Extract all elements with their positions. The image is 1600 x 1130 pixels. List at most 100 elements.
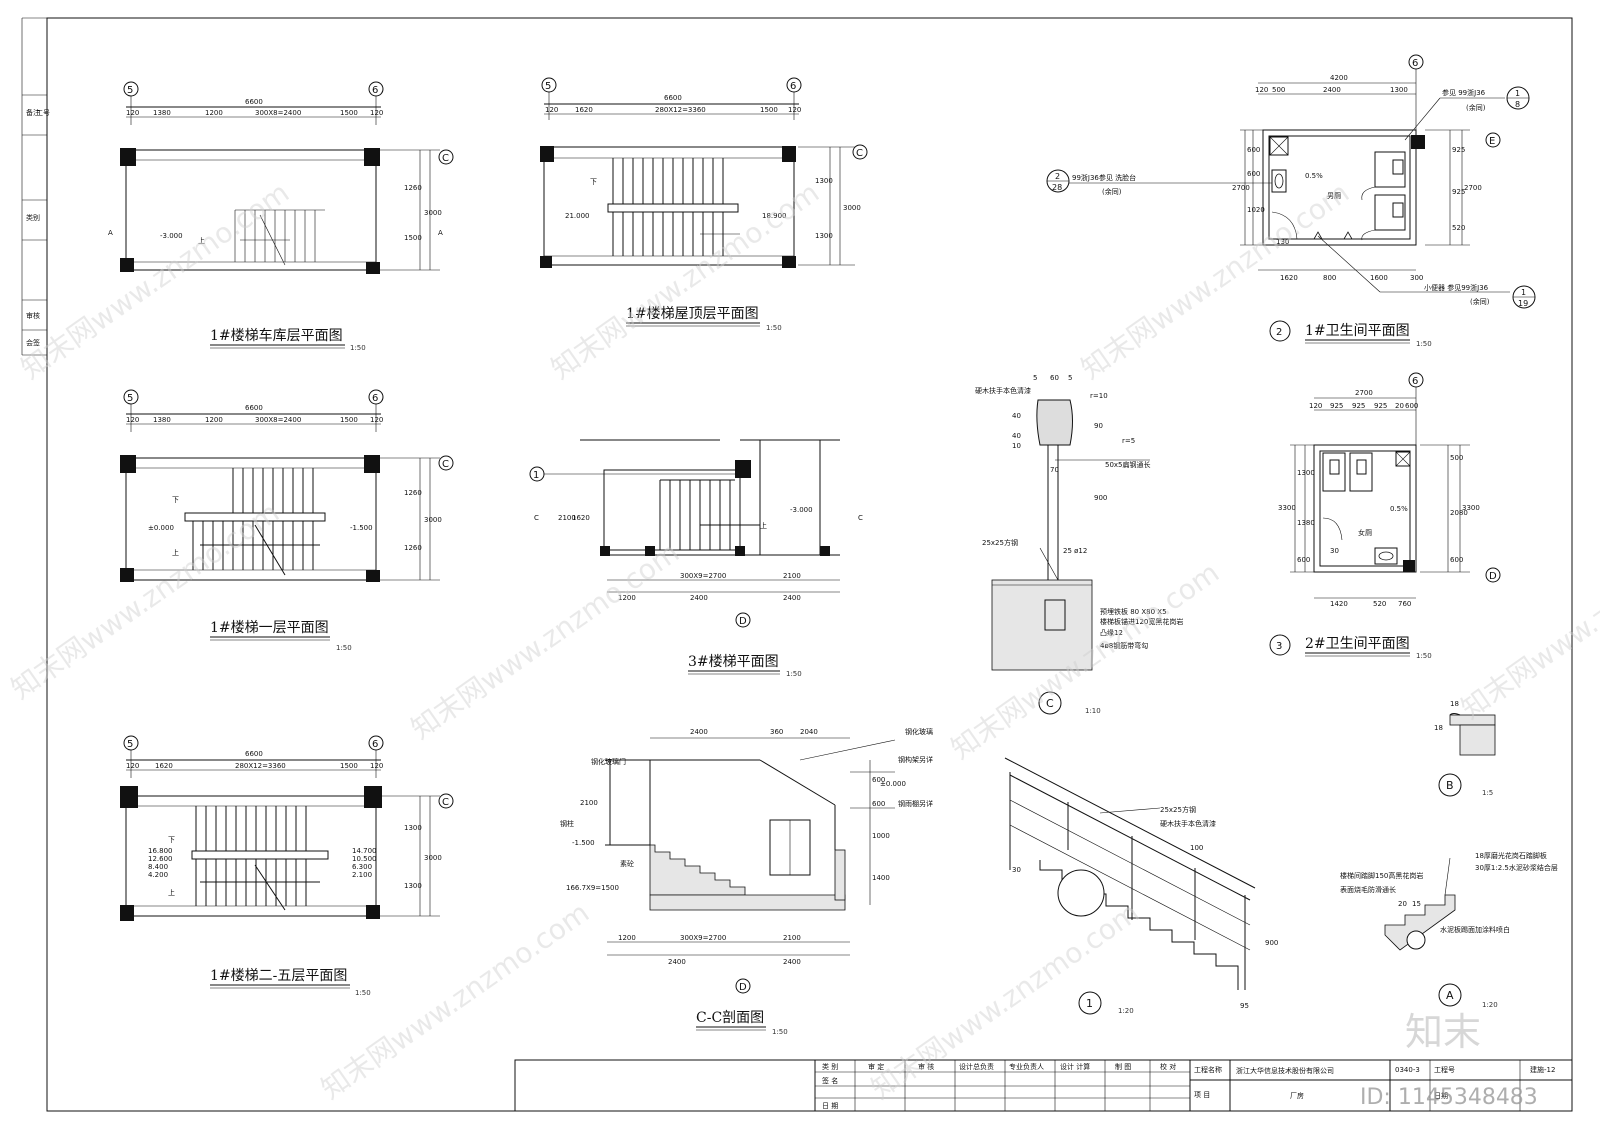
elevation: -1.500 (572, 839, 595, 847)
ref-num: 1 (1521, 288, 1526, 297)
detail-note: 25 ø12 (1063, 547, 1087, 555)
watermark-text: 知末网www.znzmo.com (405, 536, 685, 746)
detail-note: 4ø8钢筋带弯勾 (1100, 641, 1148, 650)
section-cc: 2400 360 2040 钢化玻璃门 钢化玻璃 钢构架另详 钢雨棚另详 钢柱 … (560, 727, 933, 1036)
axis-label: 5 (545, 81, 551, 92)
dim: 1600 (1370, 274, 1388, 282)
dim: 600 (872, 776, 885, 784)
scale: 1:50 (350, 344, 366, 352)
tb-label: 专业负责人 (1009, 1062, 1044, 1071)
dim: 1300 (815, 232, 833, 240)
dim: 120 (788, 106, 801, 114)
detail-note: 50x5扁钢通长 (1105, 460, 1151, 469)
detail-label: C (1046, 697, 1054, 710)
dim: 1300 (1390, 86, 1408, 94)
dim: 5 (1068, 374, 1072, 382)
dim: 1500 (340, 762, 358, 770)
up-label: 上 (168, 888, 175, 897)
detail-1: 25x25方钢 硬木扶手本色清漆 100 30 900 95 1 1:20 (1004, 757, 1278, 1015)
dim: 1000 (872, 832, 890, 840)
side-strip: 备注 工号 类别 审核 会签 (26, 108, 50, 347)
up-label: 上 (198, 236, 205, 245)
dim: 925 (1374, 402, 1387, 410)
detail-note: 凸缘12 (1100, 628, 1123, 637)
watermark-text: 知末网www.znzmo.com (1075, 176, 1355, 386)
elevation: -3.000 (790, 506, 813, 514)
ref-num: 2 (1055, 172, 1060, 181)
dim-total: 2700 (1355, 389, 1373, 397)
dim: 1260 (404, 544, 422, 552)
detail-note: 预埋铁板 80 X80 X5 (1100, 607, 1167, 616)
tb-label: 签 名 (822, 1076, 838, 1085)
elevation: 8.400 (148, 863, 168, 871)
dim: 900 (1094, 494, 1107, 502)
dim: 120 (1309, 402, 1322, 410)
dim-total: 6600 (245, 98, 263, 106)
dim: 900 (1265, 939, 1278, 947)
detail-note: 楼梯板锚进120宽黑花岗岩 (1100, 617, 1183, 626)
dim: 1620 (155, 762, 173, 770)
dim: 600 (1247, 146, 1260, 154)
plan-wc2: 6 2700 120 925 925 925 20 600 女厕 0.5% 30… (1269, 372, 1501, 660)
dim: 70 (1050, 466, 1059, 474)
dim: 2400 (690, 594, 708, 602)
slope: 0.5% (1305, 172, 1323, 180)
dim: 600 (1297, 556, 1310, 564)
elevation: 16.800 (148, 847, 173, 855)
ref-note: (余同) (1102, 187, 1122, 196)
dim: 18 (1450, 700, 1459, 708)
ref-num: 1 (1515, 89, 1520, 98)
dim: 280X12=3360 (655, 106, 706, 114)
dim: 1500 (340, 109, 358, 117)
detail-a: 18厚磨光花岗石踏脚板 30厚1:2.5水泥砂浆结合层 楼梯间踏脚150高黑花岗… (1340, 851, 1558, 1009)
dim: 300X8=2400 (255, 416, 301, 424)
watermark-id: ID: 1145348483 (1360, 1085, 1538, 1110)
dim: 2400 (690, 728, 708, 736)
detail-note: 25x25方钢 (1160, 805, 1196, 814)
side-strip-label: 类别 (26, 213, 40, 222)
scale: 1:10 (1085, 707, 1101, 715)
dim: 1200 (205, 109, 223, 117)
dim: 95 (1240, 1002, 1249, 1010)
dim: 1260 (404, 489, 422, 497)
detail-note: 硬木扶手本色清漆 (975, 386, 1031, 395)
dim: 60 (1050, 374, 1059, 382)
dim: 1620 (575, 106, 593, 114)
dim: 1300 (1297, 469, 1315, 477)
axis-label: C (442, 459, 449, 470)
dim: 130 (1276, 238, 1289, 246)
elevation: 21.000 (565, 212, 590, 220)
dim: 15 (1412, 900, 1421, 908)
detail-note: 18厚磨光花岗石踏脚板 (1475, 851, 1547, 860)
dim: 300X9=2700 (680, 934, 726, 942)
dim: 500 (1272, 86, 1285, 94)
plan-wc1: 6 4200 120 500 2400 1300 男厕 0.5% 130 600… (1046, 54, 1536, 348)
dim: 360 (770, 728, 783, 736)
dim: 1200 (205, 416, 223, 424)
dim: 1380 (1297, 519, 1315, 527)
scale: 1:50 (355, 989, 371, 997)
elevation: 14.700 (352, 847, 377, 855)
scale: 1:50 (772, 1028, 788, 1036)
dim: 1620 (572, 514, 590, 522)
plan-title: 1#卫生间平面图 (1305, 323, 1410, 339)
dim: 20 (1398, 900, 1407, 908)
dim: 2400 (1323, 86, 1341, 94)
elevation: -3.000 (160, 232, 183, 240)
dim: 925 (1330, 402, 1343, 410)
axis-label: D (1489, 571, 1497, 582)
elevation: 6.300 (352, 863, 372, 871)
dim: 120 (126, 109, 139, 117)
dim: 925 (1352, 402, 1365, 410)
dim: 2080 (1450, 509, 1468, 517)
detail-label: B (1446, 779, 1454, 792)
section-label: 素砼 (620, 859, 634, 868)
dim: 1620 (1280, 274, 1298, 282)
dim: 600 (1450, 556, 1463, 564)
tb-label: 工程号 (1434, 1065, 1455, 1074)
plan-first: 5 6 6600 120 1380 1200 300X8=2400 1500 1… (120, 389, 454, 652)
dim: 3000 (424, 516, 442, 524)
dim: 3000 (424, 854, 442, 862)
dim: 3000 (424, 209, 442, 217)
